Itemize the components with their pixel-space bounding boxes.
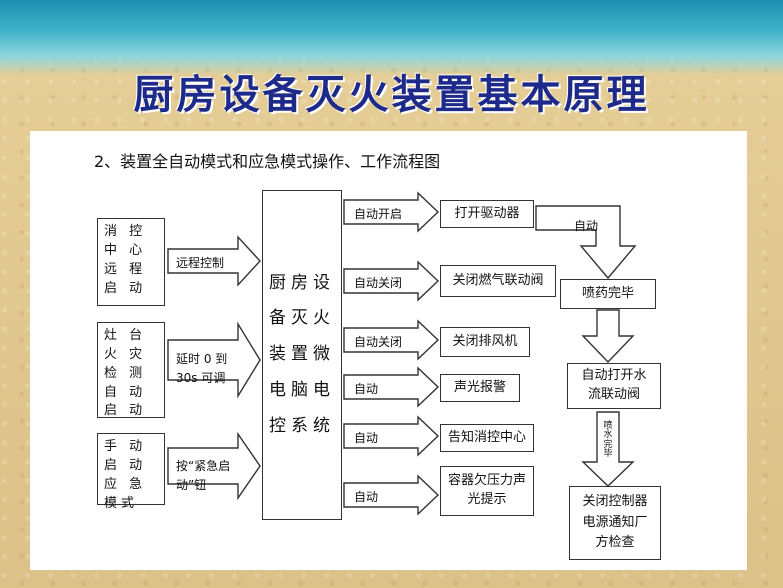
arrow-out-1 — [343, 191, 440, 233]
spray-done-box: 喷药完毕 — [560, 279, 656, 309]
out-label-1: 自动开启 — [354, 207, 403, 221]
arrow-manual — [167, 431, 261, 501]
arrow-detect — [167, 321, 261, 399]
output-box-gas-valve: 关闭燃气联动阀 — [440, 265, 556, 297]
controller-box: 厨房设备灭火装置微电脑电控系统 — [262, 190, 342, 520]
out-label-4: 自动 — [354, 382, 379, 396]
close-controller-box: 关闭控制器电源通知厂方检查 — [569, 486, 661, 560]
out-label-3: 自动关闭 — [354, 335, 403, 349]
arrow-out-3 — [343, 319, 440, 361]
arrow-out-4 — [343, 366, 440, 408]
out-label-2: 自动关闭 — [354, 276, 403, 290]
arrow-out-2 — [343, 260, 440, 302]
auto-label: 自动 — [574, 219, 599, 233]
arrow-label-detect: 延时 0 到 30s 可调 — [176, 352, 228, 385]
arrow-out-5 — [343, 415, 440, 457]
ocean-banner — [0, 0, 783, 75]
input-box-detect: 灶 台 火 灾 检 测 自 动 启 动 — [97, 322, 165, 418]
spray-water-done-label: 喷水完毕 — [603, 421, 613, 460]
arrow-drive-to-spray — [535, 205, 637, 280]
output-box-pressure-warning: 容器欠压力声光提示 — [440, 466, 534, 516]
arrow-out-6 — [343, 474, 440, 516]
out-label-5: 自动 — [354, 431, 379, 445]
arrow-water-to-close — [581, 411, 635, 487]
input-box-remote: 消 控 中 心 远 程 启 动 — [97, 218, 165, 306]
input-box-manual: 手 动 启 动 应 急 模式 — [97, 433, 165, 511]
output-box-drive: 打开驱动器 — [440, 200, 534, 228]
open-water-valve-box: 自动打开水流联动阀 — [567, 363, 661, 409]
slide-title: 厨房设备灭火装置基本原理 — [133, 71, 650, 118]
arrow-spray-to-water — [581, 309, 635, 364]
output-box-notify-center: 告知消控中心 — [440, 424, 534, 452]
arrow-label-manual: 按“紧急启动”钮 — [176, 459, 231, 492]
arrow-remote — [167, 235, 261, 287]
diagram-heading: 2、装置全自动模式和应急模式操作、工作流程图 — [94, 152, 441, 171]
output-box-alarm: 声光报警 — [440, 374, 520, 402]
arrow-label-remote: 远程控制 — [176, 256, 225, 270]
out-label-6: 自动 — [354, 490, 379, 504]
output-box-exhaust-fan: 关闭排风机 — [440, 327, 530, 357]
